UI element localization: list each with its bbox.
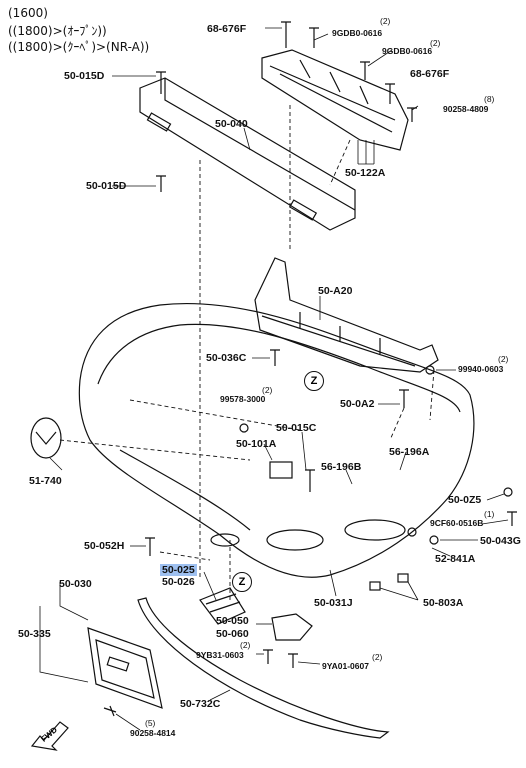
energy-absorber-50-040 [139,77,356,231]
part-label-56-196A[interactable]: 56-196A [389,446,430,458]
part-label-50-015D-bottom[interactable]: 50-015D [86,180,127,192]
qty-99940-0603: (2) [498,354,509,364]
part-label-99578-3000[interactable]: 99578-3000 [220,394,266,404]
part-label-50-025[interactable]: 50-025 [160,564,197,576]
pointer-lines [39,27,509,731]
leader-lines [59,105,435,600]
part-label-68-676F-right[interactable]: 68-676F [410,68,450,80]
license-plate-bracket-50-335 [87,627,163,709]
qty-9CF60: (1) [484,509,495,519]
part-label-50-335[interactable]: 50-335 [18,628,51,640]
part-label-99940-0603[interactable]: 99940-0603 [458,364,504,374]
part-label-50-050[interactable]: 50-050 [216,615,249,627]
part-label-56-196B[interactable]: 56-196B [321,461,362,473]
reinforcement-bracket-50-122A [261,49,409,151]
reference-marker-z-top: Z [304,371,324,391]
front-lip-50-732C [137,597,390,739]
part-label-50-0A2[interactable]: 50-0A2 [340,398,375,410]
part-label-50-060[interactable]: 50-060 [216,628,249,640]
part-label-50-036C[interactable]: 50-036C [206,352,247,364]
part-label-52-841A[interactable]: 52-841A [435,553,476,565]
part-label-50-015D-top[interactable]: 50-015D [64,70,105,82]
part-label-50-052H[interactable]: 50-052H [84,540,125,552]
part-label-50-043G[interactable]: 50-043G [480,535,521,547]
qty-9GDB0-b: (2) [430,38,441,48]
qty-90258-4809: (8) [484,94,495,104]
part-label-50-122A[interactable]: 50-122A [345,167,386,179]
part-label-50-803A[interactable]: 50-803A [423,597,464,609]
part-label-51-740[interactable]: 51-740 [29,475,62,487]
part-label-50-A20[interactable]: 50-A20 [318,285,353,297]
emblem-51-740 [30,417,62,459]
bracket-50-050 [271,613,313,641]
part-label-90258-4814[interactable]: 90258-4814 [130,728,176,738]
qty-9YB31: (2) [240,640,251,650]
part-label-50-732C[interactable]: 50-732C [180,698,221,710]
qty-90258-4814: (5) [145,718,156,728]
qty-9YA01: (2) [372,652,383,662]
part-label-50-030[interactable]: 50-030 [59,578,92,590]
part-label-90258-4809[interactable]: 90258-4809 [443,104,489,114]
part-label-68-676F-top[interactable]: 68-676F [207,23,247,35]
front-bumper-50-031J [78,302,475,578]
fastener-icons [103,21,517,717]
variant-line-1800-coupe: ((1800)>(ｸｰﾍﾟ)>(NR-A)) [8,40,150,54]
part-label-50-0Z5[interactable]: 50-0Z5 [448,494,482,506]
variant-line-1800-open: ((1800)>(ｵｰﾌﾟﾝ)) [8,24,107,38]
qty-9GDB0-a: (2) [380,16,391,26]
fog-cover-50-025 [199,587,246,625]
bumper-bracket-50-A20 [254,257,439,373]
qty-99578-3000: (2) [262,385,273,395]
part-label-9GDB0-0616-b[interactable]: 9GDB0-0616 [382,46,433,56]
part-label-9YB31-0603[interactable]: 9YB31-0603 [196,650,244,660]
part-label-9GDB0-0616-a[interactable]: 9GDB0-0616 [332,28,383,38]
variant-line-1600: (1600) [8,6,48,20]
part-label-50-101A[interactable]: 50-101A [236,438,277,450]
part-label-50-026[interactable]: 50-026 [162,576,195,588]
part-label-9YA01-0607[interactable]: 9YA01-0607 [322,661,369,671]
reference-marker-z-bottom: Z [232,572,252,592]
part-label-50-040[interactable]: 50-040 [215,118,248,130]
part-label-50-031J[interactable]: 50-031J [314,597,353,609]
part-label-9CF60-0516B[interactable]: 9CF60-0516B [430,518,484,528]
part-label-50-015C[interactable]: 50-015C [276,422,317,434]
